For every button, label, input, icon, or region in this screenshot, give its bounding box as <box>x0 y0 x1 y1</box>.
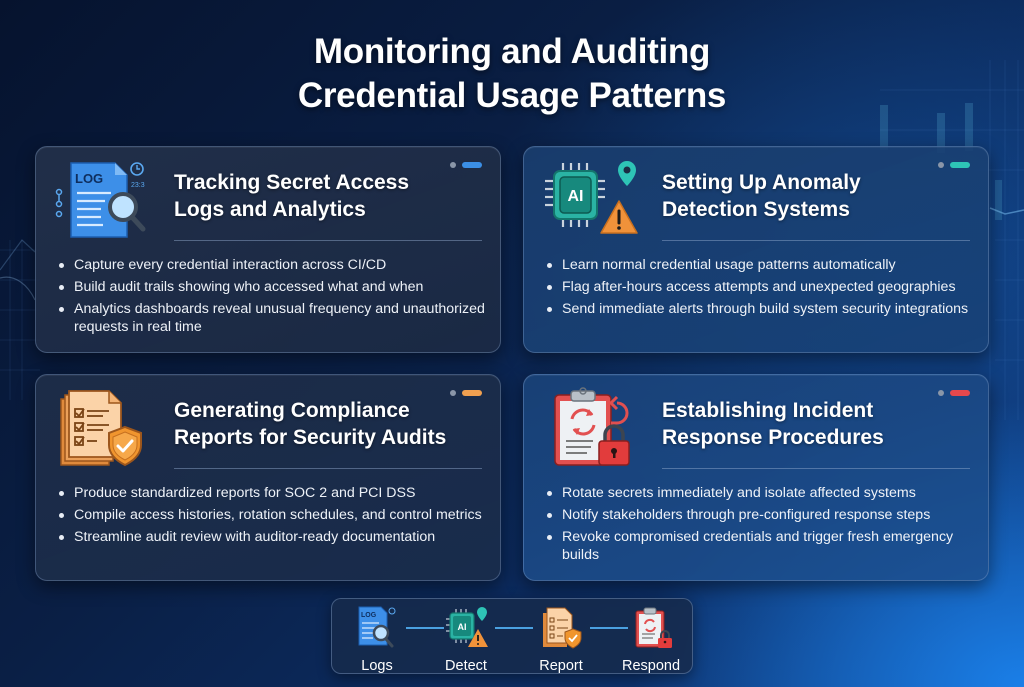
indicator-pill <box>462 390 482 396</box>
svg-text:LOG: LOG <box>361 612 377 619</box>
bullet-list: Produce standardized reports for SOC 2 a… <box>56 484 486 550</box>
page-title: Monitoring and Auditing Credential Usage… <box>0 30 1024 118</box>
bullet-item: Send immediate alerts through build syst… <box>544 300 974 318</box>
svg-text:AI: AI <box>458 622 467 632</box>
flow-step-label: Logs <box>361 658 393 674</box>
compliance-report-shield-icon <box>60 390 142 467</box>
heading-line-2: Reports for Security Audits <box>174 426 447 449</box>
flow-step-label: Respond <box>621 658 681 674</box>
card-indicator <box>450 390 482 396</box>
flow-connector <box>590 627 628 629</box>
bullet-item: Notify stakeholders through pre-configur… <box>544 506 974 524</box>
svg-text:AI: AI <box>568 188 584 205</box>
card-heading: Establishing Incident Response Procedure… <box>662 397 972 451</box>
heading-line-1: Tracking Secret Access <box>174 171 410 194</box>
indicator-pill <box>462 162 482 168</box>
card-incident-response: Establishing Incident Response Procedure… <box>523 374 989 581</box>
card-heading: Tracking Secret Access Logs and Analytic… <box>174 169 484 223</box>
card-heading: Setting Up Anomaly Detection Systems <box>662 169 972 223</box>
divider <box>174 240 482 241</box>
bullet-list: Rotate secrets immediately and isolate a… <box>544 484 974 568</box>
heading-line-2: Logs and Analytics <box>174 198 366 221</box>
svg-text:23:3: 23:3 <box>131 182 145 189</box>
flow-step-detect: AI Detect <box>431 605 501 675</box>
title-line-2: Credential Usage Patterns <box>297 76 727 115</box>
bullet-item: Compile access histories, rotation sched… <box>56 506 486 524</box>
indicator-pill <box>950 162 970 168</box>
bullet-item: Analytics dashboards reveal unusual freq… <box>56 300 486 336</box>
heading-line-2: Detection Systems <box>662 198 850 221</box>
bullet-list: Learn normal credential usage patterns a… <box>544 256 974 322</box>
card-anomaly-detection: AI Setting Up Anomaly Detection Systems … <box>523 146 989 353</box>
ai-chip-alert-icon: AI <box>545 161 638 234</box>
divider <box>662 468 970 469</box>
card-indicator <box>938 162 970 168</box>
heading-line-1: Setting Up Anomaly <box>662 171 861 194</box>
card-heading: Generating Compliance Reports for Securi… <box>174 397 484 451</box>
flow-step-respond: Respond <box>616 605 686 675</box>
indicator-pill <box>950 390 970 396</box>
bullet-item: Streamline audit review with auditor-rea… <box>56 528 486 546</box>
card-tracking-secret-access: LOG 23:3 Tracking Secret Access Logs and… <box>35 146 501 353</box>
bullet-item: Revoke compromised credentials and trigg… <box>544 528 974 564</box>
bullet-item: Build audit trails showing who accessed … <box>56 278 486 296</box>
card-indicator <box>938 390 970 396</box>
card-compliance-reports: Generating Compliance Reports for Securi… <box>35 374 501 581</box>
indicator-dot <box>938 162 944 168</box>
clipboard-rotate-lock-icon <box>554 387 630 466</box>
bullet-item: Learn normal credential usage patterns a… <box>544 256 974 274</box>
compliance-report-shield-icon <box>543 607 582 649</box>
flow-step-label: Detect <box>445 658 487 674</box>
ai-chip-alert-icon: AI <box>446 607 488 647</box>
flow-step-label: Report <box>539 658 583 674</box>
log-magnifier-icon: LOG <box>358 606 396 648</box>
svg-text:LOG: LOG <box>75 171 103 186</box>
heading-line-2: Response Procedures <box>662 426 884 449</box>
heading-line-1: Establishing Incident <box>662 399 874 422</box>
card-indicator <box>450 162 482 168</box>
clipboard-rotate-lock-icon <box>635 607 672 648</box>
flow-connector <box>406 627 444 629</box>
indicator-dot <box>938 390 944 396</box>
bullet-item: Produce standardized reports for SOC 2 a… <box>56 484 486 502</box>
divider <box>174 468 482 469</box>
workflow-summary: LOG Logs AI Detect Report <box>331 598 693 674</box>
heading-line-1: Generating Compliance <box>174 399 410 422</box>
indicator-dot <box>450 390 456 396</box>
bullet-item: Capture every credential interaction acr… <box>56 256 486 274</box>
bullet-item: Flag after-hours access attempts and une… <box>544 278 974 296</box>
flow-step-logs: LOG Logs <box>342 605 412 675</box>
log-magnifier-icon: LOG 23:3 <box>55 162 146 238</box>
bullet-list: Capture every credential interaction acr… <box>56 256 486 340</box>
flow-connector <box>495 627 533 629</box>
bullet-item: Rotate secrets immediately and isolate a… <box>544 484 974 502</box>
title-line-1: Monitoring and Auditing <box>313 32 711 71</box>
flow-step-report: Report <box>526 605 596 675</box>
indicator-dot <box>450 162 456 168</box>
divider <box>662 240 970 241</box>
